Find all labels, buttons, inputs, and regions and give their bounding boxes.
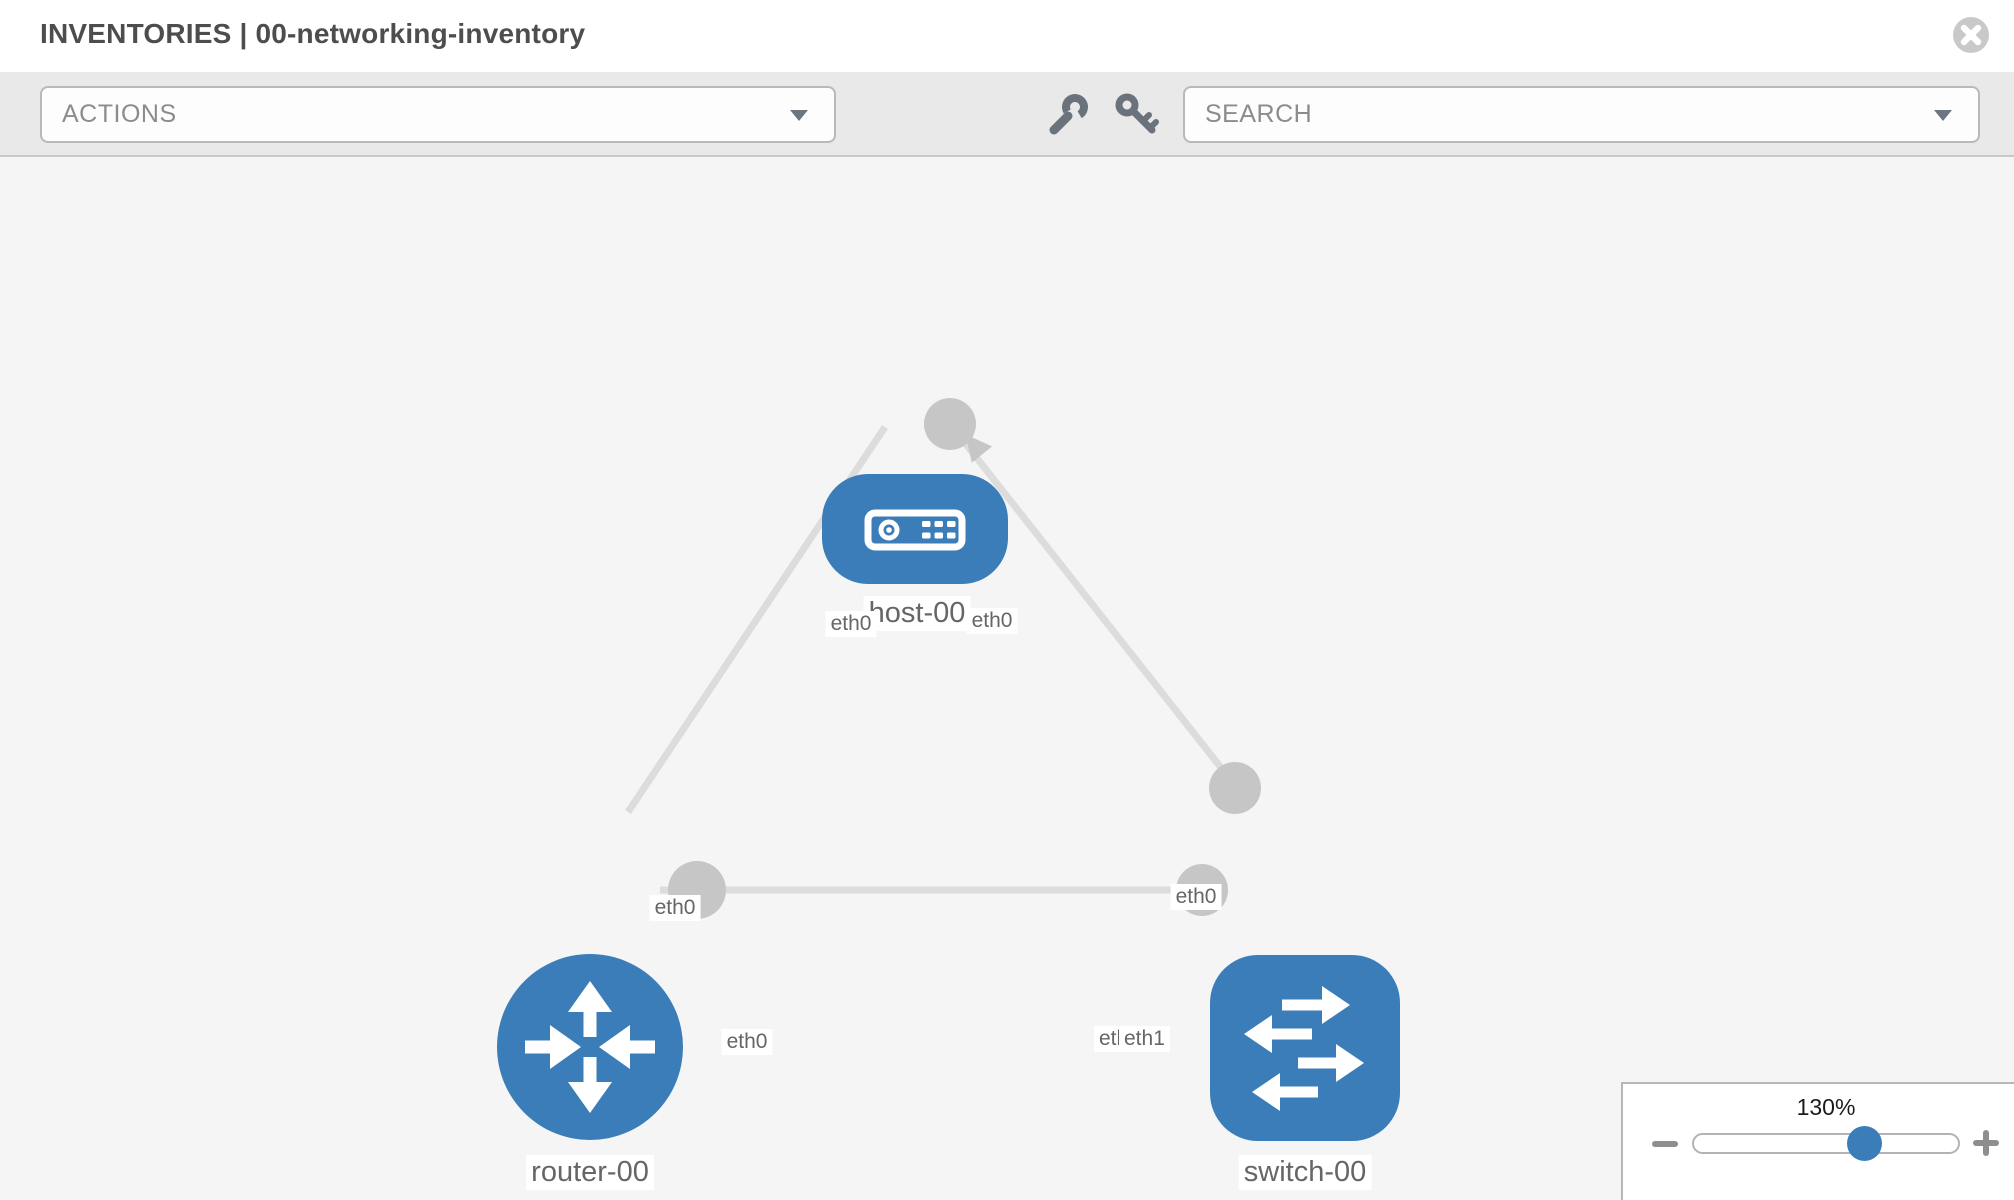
zoom-slider[interactable] xyxy=(1692,1133,1960,1154)
endpoint-host-eth0 xyxy=(924,398,976,450)
router-icon xyxy=(525,981,655,1113)
endpoint-switch-eth0 xyxy=(1209,762,1261,814)
toolbar: ACTIONS SEARCH xyxy=(0,72,2014,157)
iface-label-router-eth0-top: eth0 xyxy=(649,895,701,921)
actions-dropdown[interactable]: ACTIONS xyxy=(40,86,836,143)
key-icon xyxy=(1115,93,1159,134)
wrench-icon xyxy=(1049,94,1088,135)
zoom-in-button[interactable] xyxy=(1973,1130,1999,1156)
close-button[interactable] xyxy=(1952,16,1990,54)
link-host-switch[interactable] xyxy=(947,421,1240,791)
link-arrowhead xyxy=(965,434,993,463)
node-label-host: host-00 xyxy=(863,596,971,631)
node-switch-00[interactable] xyxy=(1210,955,1400,1141)
node-label-router: router-00 xyxy=(526,1155,654,1190)
search-dropdown-value: SEARCH xyxy=(1205,100,1313,128)
zoom-slider-knob[interactable] xyxy=(1847,1126,1882,1161)
chevron-down-icon xyxy=(790,109,808,121)
switch-icon xyxy=(1244,986,1364,1111)
page-title: INVENTORIES | 00-networking-inventory xyxy=(40,18,586,49)
zoom-control-panel: 130% xyxy=(1621,1082,2014,1200)
iface-label-switch-eth1: eth1 xyxy=(1119,1026,1170,1052)
iface-label-host-router-eth0: eth0 xyxy=(825,611,877,637)
tools-button[interactable] xyxy=(1044,90,1092,138)
topology-canvas[interactable]: host-00 router-00 switch-00 eth0 eth0 et… xyxy=(0,157,2014,1200)
iface-label-switch-eth0-top: eth0 xyxy=(1170,884,1222,910)
header: INVENTORIES | 00-networking-inventory xyxy=(0,0,2014,72)
actions-dropdown-value: ACTIONS xyxy=(62,100,177,128)
zoom-out-button[interactable] xyxy=(1652,1130,1678,1156)
links-layer xyxy=(625,398,1261,919)
node-label-switch: switch-00 xyxy=(1238,1155,1372,1190)
node-host-00[interactable] xyxy=(822,474,1008,584)
key-button[interactable] xyxy=(1112,90,1160,138)
search-dropdown[interactable]: SEARCH xyxy=(1183,86,1980,143)
iface-label-router-eth0-right: eth0 xyxy=(721,1029,773,1055)
chevron-down-icon xyxy=(1934,109,1952,121)
iface-label-host-switch-eth0: eth0 xyxy=(966,608,1018,634)
node-router-00[interactable] xyxy=(497,954,683,1140)
zoom-level-value: 130% xyxy=(1796,1094,1856,1120)
host-icon xyxy=(864,509,966,551)
close-icon xyxy=(1953,17,1989,53)
